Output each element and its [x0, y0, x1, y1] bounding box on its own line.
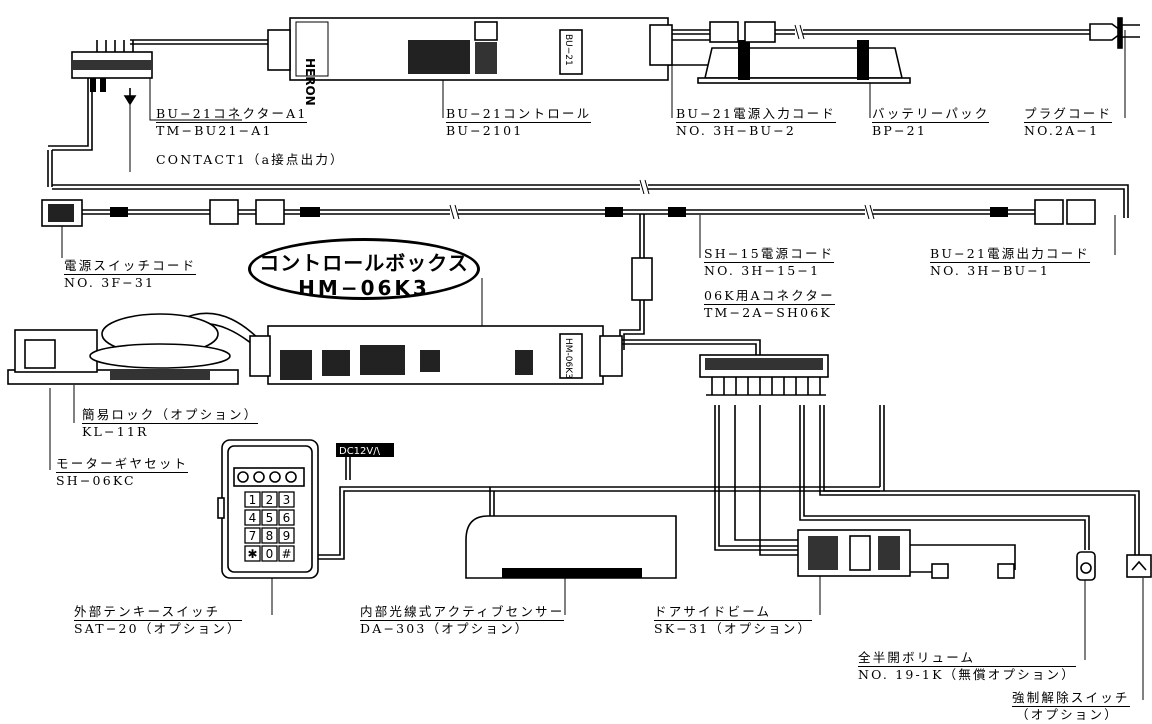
label-battery: バッテリーパック BP−21 [872, 106, 990, 138]
keypad-key-label: 7 [249, 529, 257, 543]
keypad-key-label: 9 [283, 529, 291, 543]
keypad-key-label: ✱ [247, 547, 257, 561]
label-connector-a1: BU−21コネクターA1 TM−BU21−A1 [156, 106, 308, 138]
label-connector-06k: 06K用Aコネクター TM−2A−SH06K [704, 288, 835, 320]
keypad-key [261, 545, 278, 562]
active-sensor [465, 515, 677, 579]
label-release: 強制解除スイッチ （オプション） [1012, 690, 1130, 722]
keypad-key-label: # [281, 547, 291, 561]
keypad-key-label: 2 [266, 493, 274, 507]
label-sensor: 内部光線式アクティブセンサー DA−303（オプション） [360, 604, 565, 636]
keypad-key [261, 509, 278, 526]
keypad-key-label: 3 [283, 493, 291, 507]
keypad-key [278, 527, 295, 544]
label-sh15: SH−15電源コード NO. 3H−15−1 [704, 246, 835, 278]
keypad-key-label: 4 [249, 511, 257, 525]
keypad-key-label: 6 [283, 511, 291, 525]
title-line1: コントロールボックス [259, 251, 469, 275]
label-plug: プラグコード NO.2A−1 [1024, 106, 1113, 138]
hm06k3-unit-text: HM-06K3 [563, 338, 573, 379]
keypad-key [244, 527, 261, 544]
keypad-key [278, 509, 295, 526]
keypad-key [278, 491, 295, 508]
keypad-key [244, 509, 261, 526]
keypad-key [244, 545, 261, 562]
keypad-key [261, 527, 278, 544]
label-contact1: CONTACT1（a接点出力） [156, 152, 345, 167]
label-power-out: BU−21電源出力コード NO. 3H−BU−1 [930, 246, 1091, 278]
connector-06k-a [699, 354, 829, 396]
hm06k3-control-box: HM-06K3 [249, 325, 623, 385]
bu21-unit-text: BU−21 [563, 34, 573, 66]
control-box-title: コントロールボックス HM−06K3 [248, 238, 480, 300]
plug [1089, 17, 1140, 49]
battery-pack [697, 40, 911, 84]
keypad-key-label: 1 [249, 493, 257, 507]
label-beam: ドアサイドビーム SK−31（オプション） [654, 604, 813, 636]
label-switch-cord: 電源スイッチコード NO. 3F−31 [64, 258, 197, 290]
keypad-key-label: 0 [266, 547, 274, 561]
heron-logo-text: HERON [303, 58, 317, 106]
label-power-in: BU−21電源入力コード NO. 3H−BU−2 [676, 106, 837, 138]
door-side-beam [797, 529, 1015, 579]
bu21-control-unit: HERON BU−21 [267, 17, 673, 106]
keypad-key-label: 5 [266, 511, 274, 525]
motor-gear-set [7, 313, 239, 385]
label-keypad: 外部テンキースイッチ SAT−20（オプション） [74, 604, 242, 636]
dc12v-text: DC12V/\ [339, 446, 381, 457]
keypad-key [278, 545, 295, 562]
dc12v-tag: DC12V/\ [336, 443, 394, 457]
label-volume: 全半開ボリューム NO. 19-1K（無償オプション） [858, 650, 1076, 682]
keypad-key [261, 491, 278, 508]
title-line2: HM−06K3 [298, 276, 430, 300]
label-control: BU−21コントロール BU−2101 [446, 106, 592, 138]
label-lock: 簡易ロック（オプション） KL−11R [82, 407, 259, 439]
label-gear: モーターギヤセット SH−06KC [56, 456, 189, 488]
connector-a1 [71, 40, 153, 106]
keypad-key [244, 491, 261, 508]
keypad-key-label: 8 [266, 529, 274, 543]
